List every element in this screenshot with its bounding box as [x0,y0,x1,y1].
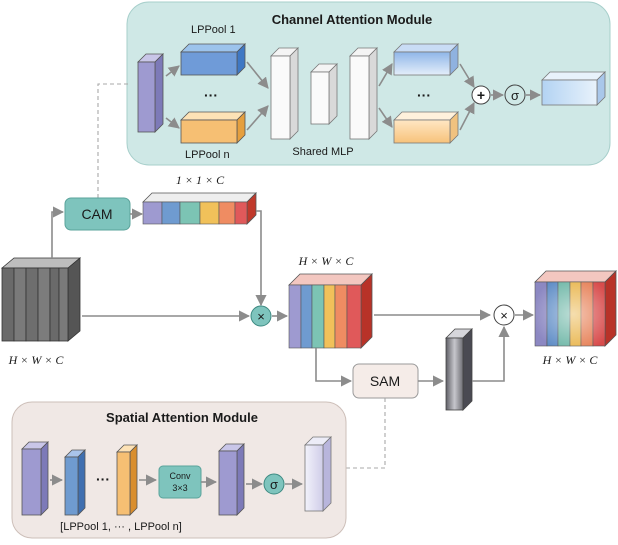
arrow-out-bottom-to-plus [459,102,475,131]
cam-panel-title: Channel Attention Module [272,12,433,27]
sam-pool-list-label: [LPPool 1, ··· , LPPool n] [60,521,182,533]
sam-input-feature [21,441,49,516]
shared-mlp-layer-3 [349,47,378,140]
channel-refined-feature [288,273,373,349]
conv-label-line2: 3×3 [172,483,187,493]
lppool-1-label: LPPool 1 [191,24,236,36]
arrow-mlp-to-out-top [378,63,393,87]
sam-sigmoid-icon [263,473,285,495]
multiply-operator-2-icon [493,304,515,326]
spatial-attention-module: Spatial Attention Module ··· Conv 3×3 [11,401,347,539]
spatial-attention-map [445,328,473,411]
arrow-lppool-n-to-mlp [246,105,269,131]
mlp-output-top [393,43,459,76]
sam-ellipsis: ··· [96,471,110,487]
sam-to-panel-dashed-link [346,398,386,469]
arrow-input-to-lppool-1 [165,65,180,77]
conv-label-line1: Conv [169,471,191,481]
multiply-operator-2-label: × [500,308,508,323]
cam-sigmoid-label: σ [511,88,519,103]
arrow-vector-to-multiply [255,210,267,307]
cam-output-ellipsis: ··· [417,87,431,103]
shared-mlp-layer-2 [310,63,338,125]
sum-operator-icon [471,85,491,105]
cam-to-panel-dashed-link [97,83,130,198]
mid-dims-label: H × W × C [298,254,355,268]
multiply-operator-1-label: × [257,309,265,324]
mlp-output-bottom [393,111,459,144]
sam-block-label: SAM [370,373,400,389]
arrow-mlp-to-out-bottom [378,107,393,128]
cam-input-feature [137,53,164,133]
lppool-n-label: LPPool n [185,149,230,161]
lppool-1-box [180,43,246,76]
shared-mlp-layer-1 [270,47,299,140]
cam-output-feature [541,71,606,106]
arrow-input-to-cam [51,206,65,258]
sam-panel-title: Spatial Attention Module [106,410,258,425]
cam-pool-ellipsis: ··· [204,87,218,103]
sam-sigmoid-label: σ [270,477,278,492]
arrow-lppool-1-to-mlp [246,61,269,89]
sam-lppool-1-map [64,449,86,516]
arrow-map-to-multiply-2 [472,325,510,382]
cam-block-label: CAM [81,206,112,222]
lppool-n-box [180,111,246,144]
input-dims-label: H × W × C [8,353,65,367]
refined-output-feature [534,270,617,347]
sam-output-feature [304,436,332,512]
shared-mlp-label: Shared MLP [292,146,353,158]
input-feature-stack [0,257,82,342]
arrow-out-top-to-plus [459,63,475,88]
channel-attention-vector [142,192,257,225]
arrow-mid-to-sam [315,348,353,387]
sum-operator-label: + [477,87,485,103]
multiply-operator-1-icon [250,305,272,327]
arrow-input-to-lppool-n [165,117,180,129]
channel-attention-module: Channel Attention Module LPPool 1 ··· LP… [126,1,611,166]
cam-sigmoid-icon [504,84,526,106]
output-dims-label: H × W × C [542,353,599,367]
sam-lppool-n-map [116,444,138,516]
channel-vector-dims-label: 1 × 1 × C [176,173,225,187]
sam-conv-output [218,443,245,516]
